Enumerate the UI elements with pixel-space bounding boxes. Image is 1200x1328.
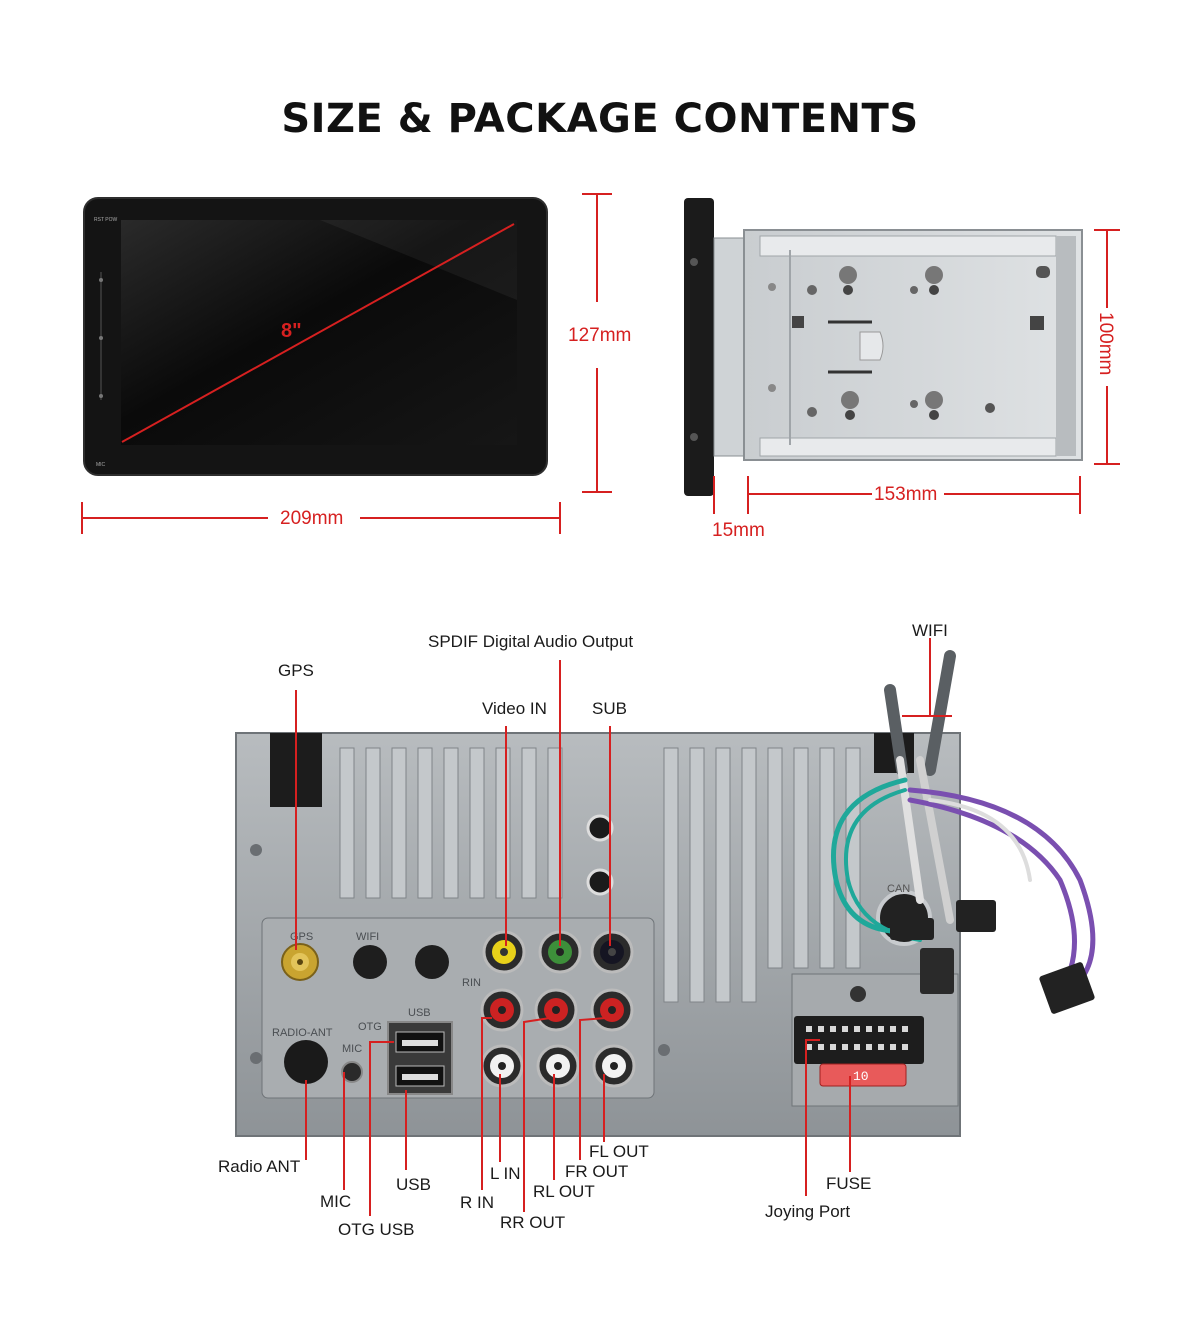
- radio-ant-port: [284, 1040, 328, 1084]
- label-r-in: R IN: [460, 1193, 494, 1212]
- rca-row-top: [482, 930, 634, 974]
- usb-ports: [387, 1021, 453, 1095]
- fuse-value: 10: [853, 1069, 869, 1084]
- label-mic: MIC: [320, 1192, 351, 1211]
- panel-text-can: CAN: [887, 883, 910, 895]
- depth-dimension: [713, 476, 1081, 514]
- depth-label: 153mm: [874, 484, 937, 505]
- label-otg-usb: OTG USB: [338, 1220, 415, 1239]
- label-rr-out: RR OUT: [500, 1213, 565, 1232]
- wire-plug-c: [920, 948, 954, 994]
- side-view-unit: [684, 198, 1083, 496]
- label-fl-out: FL OUT: [589, 1142, 649, 1161]
- label-radio-ant: Radio ANT: [218, 1157, 300, 1176]
- panel-text-mic: MIC: [342, 1043, 362, 1055]
- gps-connector: [281, 943, 319, 981]
- wire-harness: [830, 650, 1096, 997]
- wifi-hole: [353, 945, 387, 979]
- side-height-dimension: [1094, 229, 1120, 465]
- bezel-text-top: RST POW: [94, 217, 118, 223]
- bezel-text-bottom: MIC: [96, 462, 106, 468]
- height-dimension: [582, 193, 612, 493]
- panel-label: 15mm: [712, 520, 765, 541]
- label-l-in: L IN: [490, 1164, 521, 1183]
- label-rl-out: RL OUT: [533, 1182, 595, 1201]
- side-height-label: 100mm: [1095, 312, 1116, 375]
- wire-plug-b: [956, 900, 996, 932]
- front-view-unit: RST POW MIC: [83, 197, 548, 476]
- label-usb: USB: [396, 1175, 431, 1194]
- label-fr-out: FR OUT: [565, 1162, 628, 1181]
- label-joying-port: Joying Port: [765, 1202, 850, 1221]
- label-gps: GPS: [278, 661, 314, 680]
- panel-text-usb: USB: [408, 1007, 431, 1019]
- label-video-in: Video IN: [482, 699, 547, 718]
- width-dimension: [81, 502, 561, 534]
- diagonal-label: 8": [281, 320, 302, 342]
- label-fuse: FUSE: [826, 1174, 871, 1193]
- label-sub: SUB: [592, 699, 627, 718]
- rca-row-bottom: [480, 1044, 636, 1088]
- panel-text-wifi: WIFI: [356, 931, 379, 943]
- leader-lines: [295, 638, 952, 1216]
- label-spdif: SPDIF Digital Audio Output: [428, 632, 633, 651]
- wire-plug-d: [1039, 962, 1095, 1014]
- diagonal-line: [121, 223, 515, 443]
- panel-text-radio-ant: RADIO-ANT: [272, 1027, 333, 1039]
- width-label: 209mm: [280, 508, 343, 529]
- aux-hole: [415, 945, 449, 979]
- rca-row-middle: [480, 988, 634, 1032]
- panel-text-otg: OTG: [358, 1021, 382, 1033]
- panel-text-gps: GPS: [290, 931, 313, 943]
- label-wifi: WIFI: [912, 621, 948, 640]
- height-label: 127mm: [568, 325, 631, 346]
- panel-text-rin: RIN: [462, 977, 481, 989]
- mic-jack: [341, 1061, 363, 1083]
- page-title: SIZE & PACKAGE CONTENTS: [281, 96, 919, 142]
- wire-plug-a: [890, 918, 934, 940]
